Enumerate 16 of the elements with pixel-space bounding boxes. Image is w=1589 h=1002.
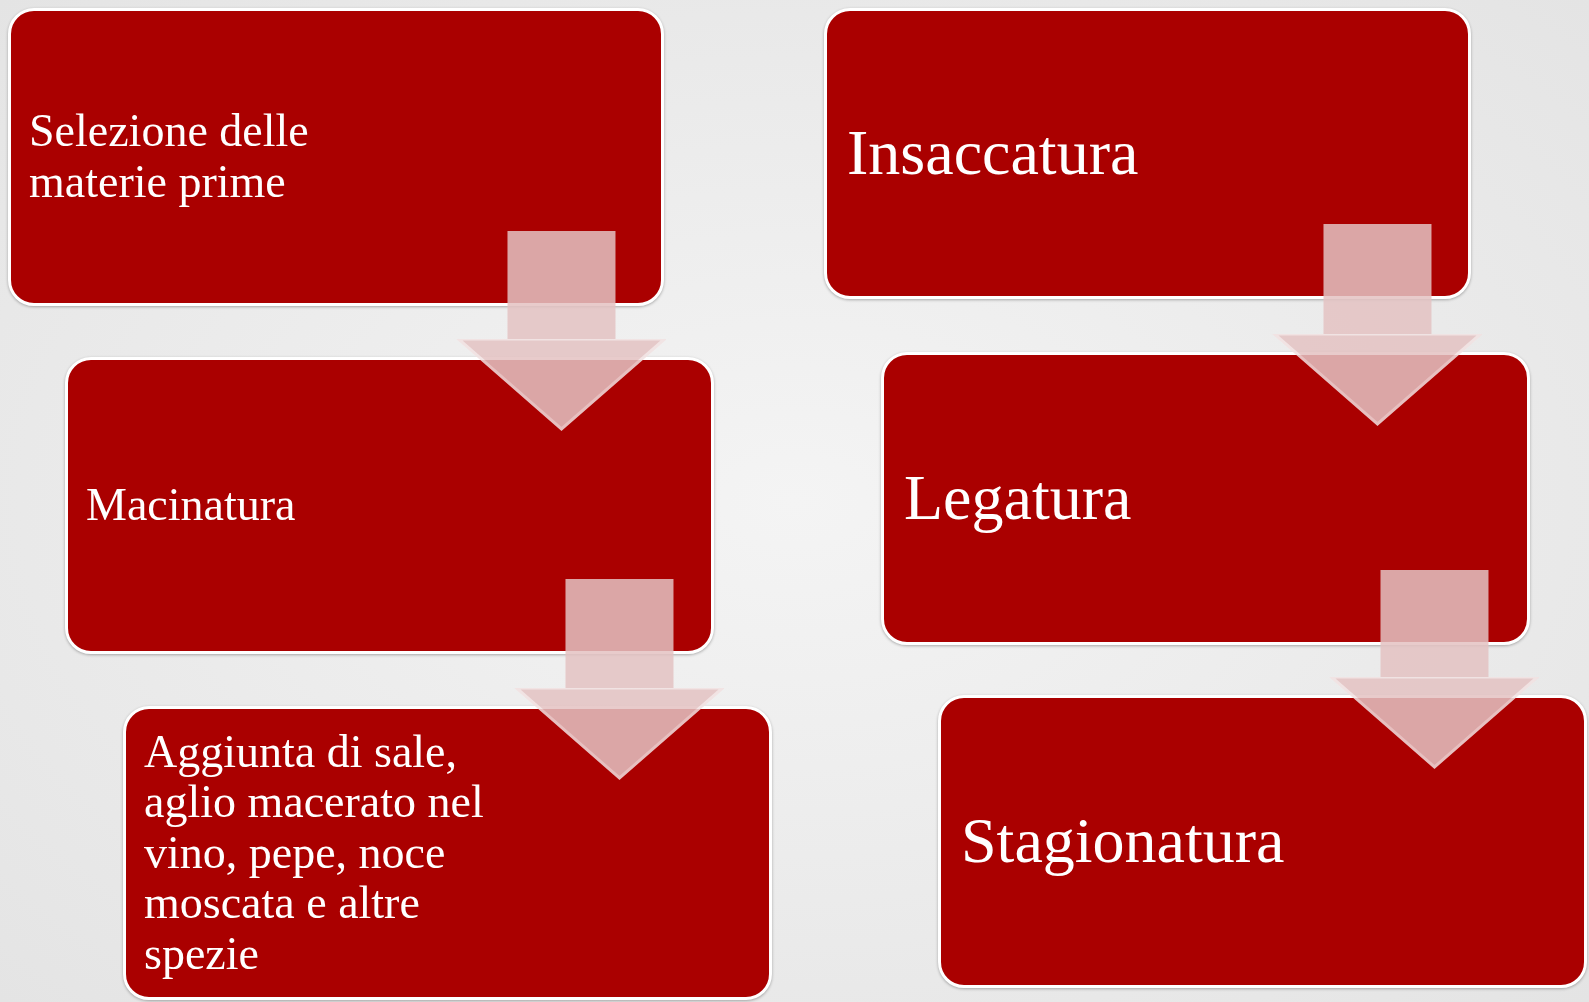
process-box: [881, 352, 1530, 645]
step-label: Selezione delle materie prime: [29, 106, 310, 208]
block-arrow: [515, 579, 724, 780]
block-arrow: [1330, 570, 1539, 769]
block-arrow: [1273, 224, 1482, 426]
process-box: [65, 357, 714, 654]
step-label: Aggiunta di sale, aglio macerato nel vino, pepe, noce moscata e altre spezie: [144, 726, 485, 980]
step-label: Stagionatura: [961, 806, 1285, 877]
block-arrow: [457, 231, 666, 431]
step-label: Insaccatura: [847, 118, 1139, 189]
step-label: Macinatura: [86, 480, 296, 531]
process-box: [938, 695, 1587, 988]
process-box: [123, 706, 772, 1000]
process-box: [8, 8, 664, 306]
process-box: [824, 8, 1471, 299]
step-label: Legatura: [904, 463, 1132, 534]
